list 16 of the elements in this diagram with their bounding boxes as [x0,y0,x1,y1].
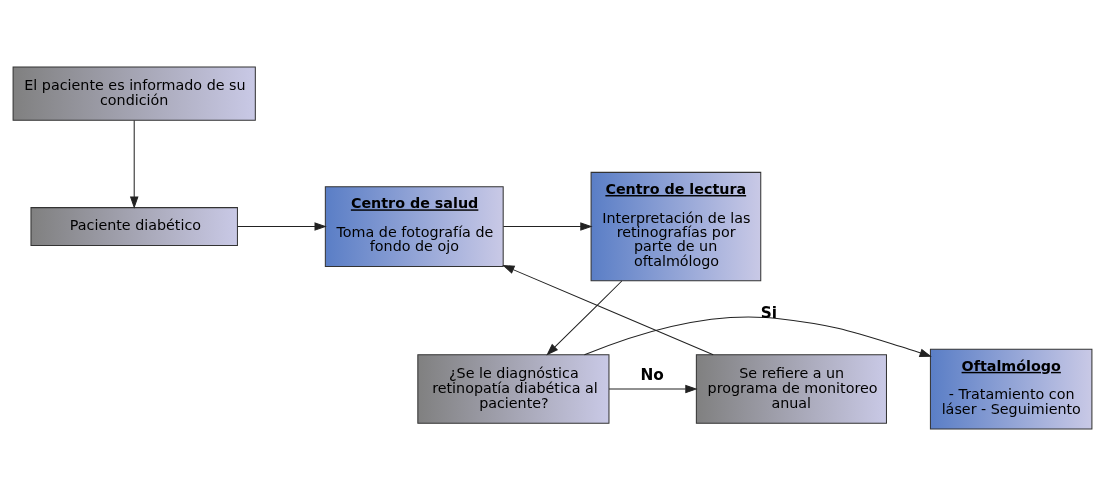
node-box: Se refiere a un programa de monitoreo anual [695,354,887,424]
arrow [129,120,139,209]
arrow [502,222,593,231]
edge-label: No [640,365,664,384]
node-box: Paciente diabético [30,207,238,246]
arrow [502,265,714,356]
arrow [546,280,623,356]
arrow [237,222,327,231]
node-box: El paciente es informado de su condición [12,66,256,121]
node-box: Centro de lectura Interpretación de las retinografías por parte de un oftalmólogo [590,171,762,282]
node-box: ¿Se le diagnóstica retinopatía diabética al paciente? [417,354,610,424]
arrow [608,384,698,394]
node-box: Oftalmólogo - Tratamiento con láser - Seguimiento [929,348,1093,430]
arrow [584,316,932,357]
edge-label: Si [760,303,778,322]
node-box: Centro de salud Toma de fotografía de fondo de ojo [324,186,504,267]
